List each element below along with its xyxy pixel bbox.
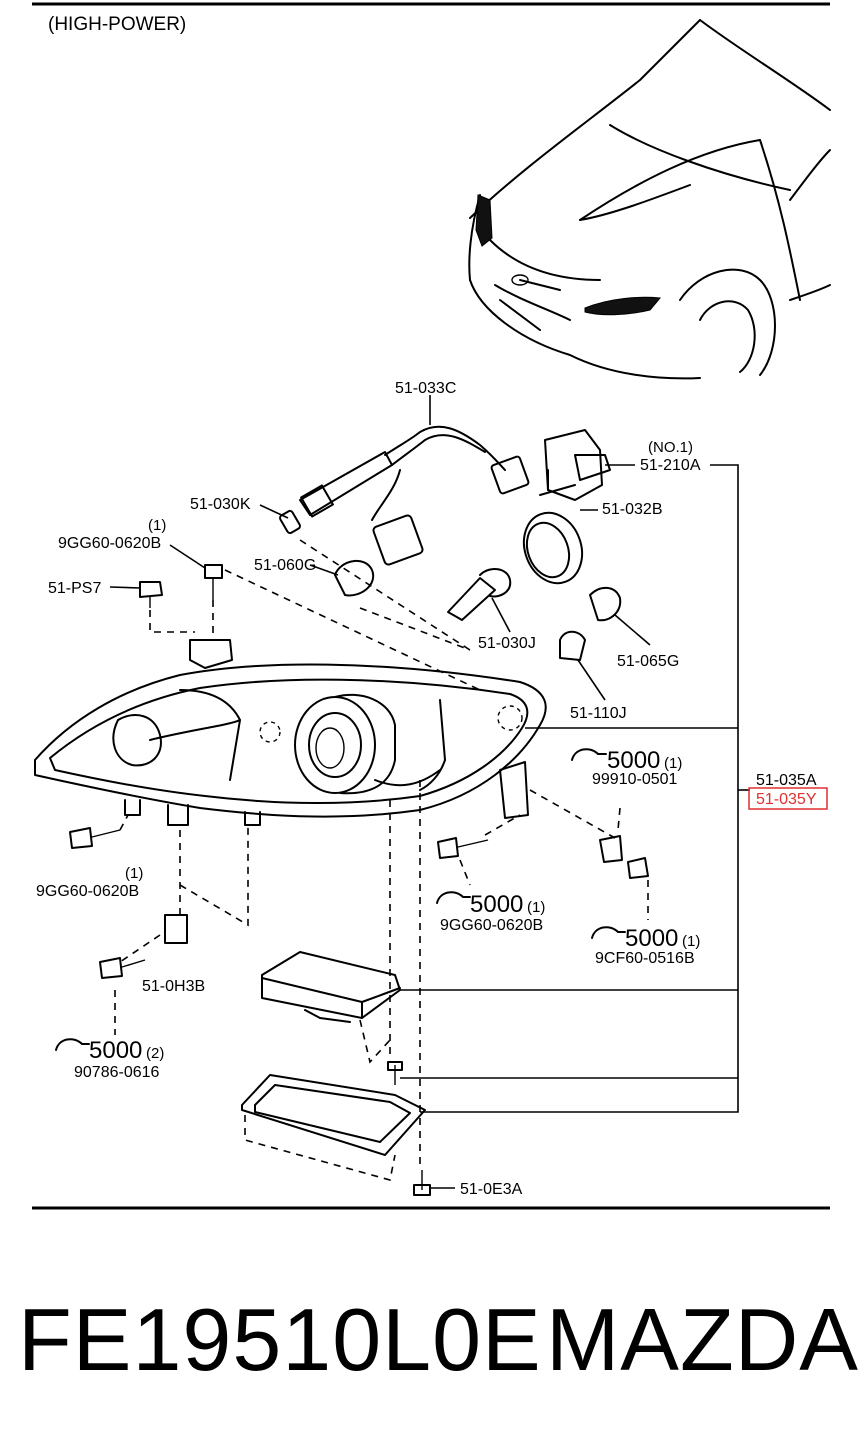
leader-lines [109, 395, 750, 1189]
svg-text:5000: 5000 [470, 891, 523, 918]
label-51-032b: 51-032B [602, 501, 663, 518]
torque-callout-c: 5000 (1) [591, 925, 700, 952]
label-51-ps7: 51-PS7 [48, 580, 101, 597]
label-51-065g: 51-065G [617, 653, 679, 670]
torque-callout-a: 5000 (1) [571, 747, 682, 774]
svg-text:(1): (1) [664, 755, 682, 772]
hid-bulb [539, 429, 611, 501]
svg-text:5000: 5000 [89, 1037, 142, 1064]
label-51-0h3b: 51-0H3B [142, 978, 205, 995]
label-51-030j: 51-030J [478, 635, 536, 652]
torque-callout-d: 5000 (2) [55, 1037, 164, 1064]
footer-brand: MAZDA [546, 1290, 859, 1389]
torque-wrench-icon [591, 926, 626, 939]
torque-wrench-icon [436, 891, 471, 904]
label-51-035y: 51-035Y [756, 791, 817, 808]
svg-text:5000: 5000 [607, 747, 660, 774]
headlamp-assembly [34, 639, 547, 826]
wiring-harness [299, 425, 530, 566]
svg-text:(1): (1) [682, 933, 700, 950]
label-51-110j: 51-110J [570, 705, 627, 722]
label-51-060g: 51-060G [254, 557, 316, 574]
torque-wrench-icon [55, 1038, 90, 1051]
svg-text:(2): (2) [146, 1045, 164, 1062]
label-99910-0501: 99910-0501 [592, 771, 678, 788]
small-parts [69, 509, 649, 979]
label-bolt-qty-top: (1) [148, 517, 166, 534]
highlight-box [748, 787, 828, 810]
label-51-210a: 51-210A [640, 457, 701, 474]
label-no1: (NO.1) [648, 439, 693, 456]
label-9gg60-mid: 9GG60-0620B [440, 917, 543, 934]
label-51-030k: 51-030K [190, 496, 251, 513]
torque-wrench-icon [571, 748, 607, 761]
bulb-cover-ring [522, 511, 584, 585]
label-90786-0616: 90786-0616 [74, 1064, 160, 1081]
svg-text:(1): (1) [527, 899, 545, 916]
label-51-035a: 51-035A [756, 772, 817, 789]
label-bolt-qty-left: (1) [125, 865, 143, 882]
label-9gg60-top: 9GG60-0620B [58, 535, 161, 552]
label-51-0e3a: 51-0E3A [460, 1181, 523, 1198]
label-9gg60-left: 9GG60-0620B [36, 883, 139, 900]
svg-text:5000: 5000 [625, 925, 678, 952]
bottom-cover [241, 1061, 431, 1196]
label-51-033c: 51-033C [395, 380, 456, 397]
label-9cf60: 9CF60-0516B [595, 950, 695, 967]
car-illustration [468, 19, 831, 380]
ballast-unit [261, 951, 401, 1023]
torque-callout-b: 5000 (1) [436, 891, 545, 918]
dashed-guides [114, 539, 649, 1181]
diagram-title: (HIGH-POWER) [48, 14, 186, 35]
footer-part-number: FE19510L0E [18, 1290, 542, 1389]
